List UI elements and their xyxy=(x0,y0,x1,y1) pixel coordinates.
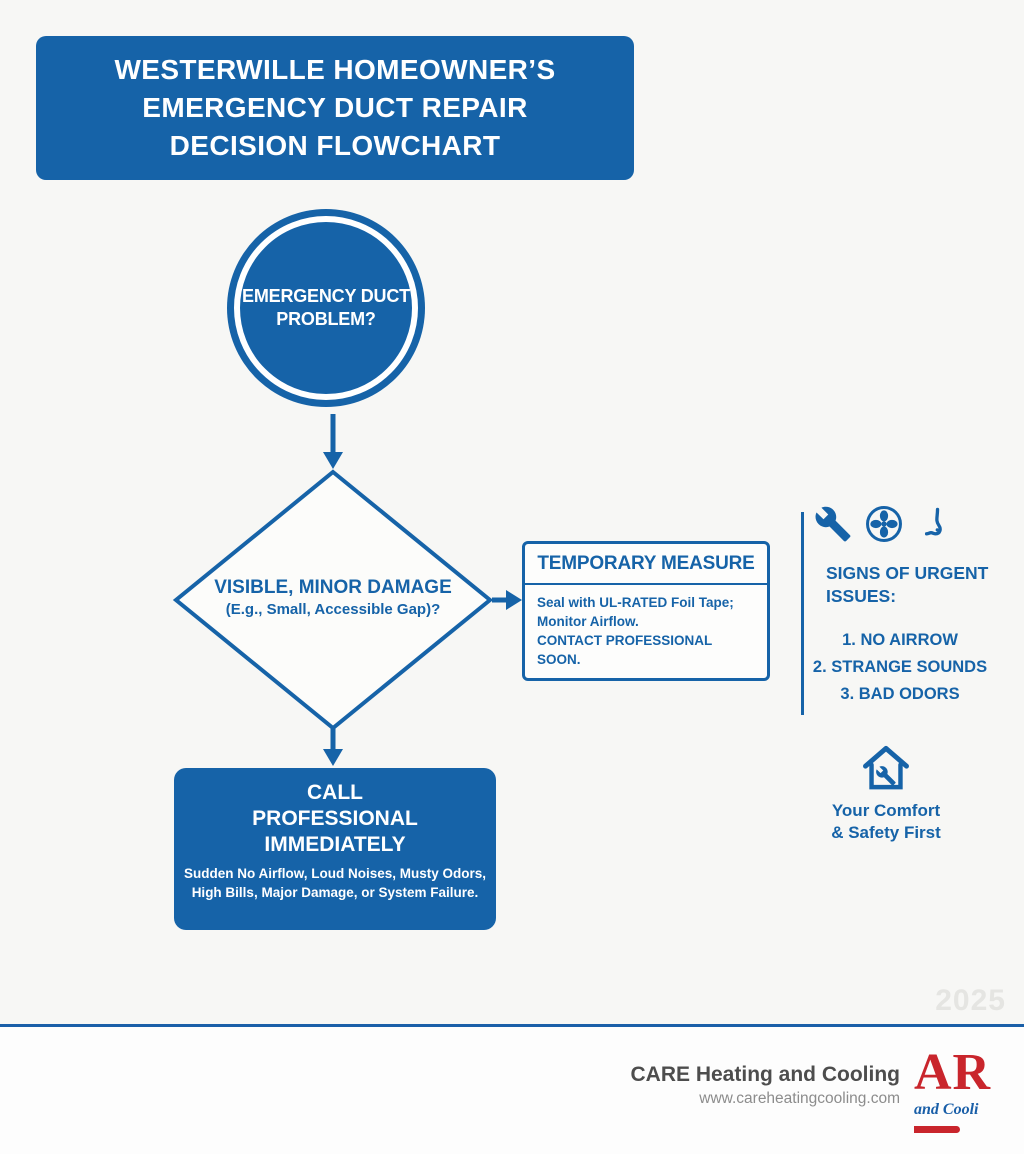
company-logo: AR and Cooli xyxy=(914,1046,1024,1154)
tagline: Your Comfort & Safety First xyxy=(808,800,964,844)
temporary-measure-divider xyxy=(525,583,767,585)
side-panel-icons xyxy=(814,505,954,543)
logo-text-main: AR xyxy=(914,1046,992,1101)
title-line-1: WESTERWILLE HOMEOWNER’S xyxy=(114,54,556,85)
nose-icon xyxy=(916,505,954,543)
decision-line-2: (E.g., Small, Accessible Gap)? xyxy=(225,601,441,618)
call-title-line-3: IMMEDIATELY xyxy=(264,833,406,856)
start-node: EMERGENCY DUCT PROBLEM? xyxy=(234,216,418,400)
start-node-label-line-1: EMERGENCY DUCT xyxy=(242,286,410,306)
flowchart-title-banner: WESTERWILLE HOMEOWNER’S EMERGENCY DUCT R… xyxy=(36,36,634,180)
footer-divider xyxy=(0,1024,1024,1027)
list-item: 2. STRANGE SOUNDS xyxy=(812,658,988,676)
call-title-line-2: PROFESSIONAL xyxy=(252,807,418,830)
start-node-label-line-2: PROBLEM? xyxy=(276,309,376,329)
title-line-3: DECISION FLOWCHART xyxy=(169,130,501,161)
call-body: Sudden No Airflow, Loud Noises, Musty Od… xyxy=(184,864,486,902)
urgent-heading-line-2: ISSUES: xyxy=(826,586,897,606)
logo-text-sub: and Cooli xyxy=(914,1101,979,1118)
tagline-line-2: & Safety First xyxy=(831,823,941,842)
urgent-issues-list: 1. NO AIRROW 2. STRANGE SOUNDS 3. BAD OD… xyxy=(796,627,1004,708)
title-line-2: EMERGENCY DUCT REPAIR xyxy=(142,92,528,123)
year-watermark: 2025 xyxy=(935,984,1006,1017)
company-name: CARE Heating and Cooling xyxy=(630,1063,901,1086)
fan-icon xyxy=(865,505,903,543)
call-body-line-2: High Bills, Major Damage, or System Fail… xyxy=(191,885,479,900)
tagline-line-1: Your Comfort xyxy=(831,801,941,820)
list-item: 3. BAD ODORS xyxy=(840,685,960,703)
decision-node-label: VISIBLE, MINOR DAMAGE (E.g., Small, Acce… xyxy=(183,576,483,620)
company-website: www.careheatingcooling.com xyxy=(699,1090,900,1107)
call-professional-node: CALL PROFESSIONAL IMMEDIATELY Sudden No … xyxy=(174,768,496,930)
decision-line-1: VISIBLE, MINOR DAMAGE xyxy=(214,577,452,598)
side-panel-rule xyxy=(801,512,804,715)
temporary-measure-line-2: Monitor Airflow. xyxy=(537,614,639,629)
wrench-icon xyxy=(814,505,852,543)
call-body-line-1: Sudden No Airflow, Loud Noises, Musty Od… xyxy=(183,866,486,881)
logo-swoosh xyxy=(914,1126,960,1133)
call-title-line-1: CALL xyxy=(307,781,363,804)
temporary-measure-node: TEMPORARY MEASURE Seal with UL-RATED Foi… xyxy=(522,541,770,681)
list-item: 1. NO AIRROW xyxy=(842,631,958,649)
urgent-issues-heading: SIGNS OF URGENT ISSUES: xyxy=(826,562,1016,608)
temporary-measure-title: TEMPORARY MEASURE xyxy=(537,553,755,574)
footer-background xyxy=(0,1027,1024,1154)
urgent-heading-line-1: SIGNS OF URGENT xyxy=(826,563,989,583)
temporary-measure-line-3: CONTACT PROFESSIONAL SOON. xyxy=(537,633,713,667)
temporary-measure-line-1: Seal with UL-RATED Foil Tape; xyxy=(537,595,734,610)
house-wrench-icon xyxy=(856,740,916,796)
temporary-measure-body: Seal with UL-RATED Foil Tape; Monitor Ai… xyxy=(525,585,767,669)
footer-text-block: CARE Heating and Cooling www.careheating… xyxy=(631,1062,901,1110)
